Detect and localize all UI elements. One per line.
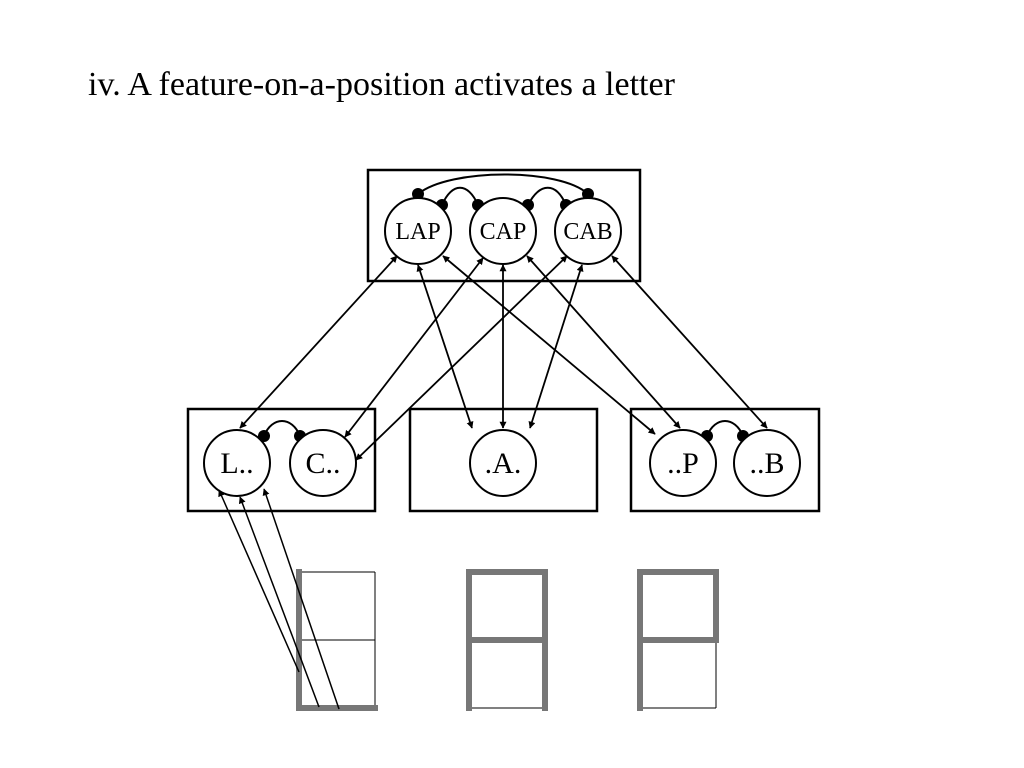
letter-node-a[interactable]: .A. xyxy=(469,429,537,497)
link-feature-lower-left-l xyxy=(238,496,320,708)
excitatory-connections xyxy=(239,255,768,461)
link-lap-l xyxy=(239,255,398,429)
word-inhibitory-connections xyxy=(417,173,589,206)
feature-grid-l xyxy=(296,569,378,711)
letter-node-label: ..B xyxy=(749,447,784,480)
letter-node-label: .A. xyxy=(485,447,522,480)
feature-grids xyxy=(296,569,719,711)
letter-node-p[interactable]: ..P xyxy=(649,429,717,497)
letter-node-label: ..P xyxy=(667,447,699,480)
slide-title: iv. A feature-on-a-position activates a … xyxy=(88,66,676,103)
link-cab-a xyxy=(528,264,584,429)
link-cab-b xyxy=(611,255,768,429)
word-node-lap[interactable]: LAP xyxy=(384,197,452,265)
link-lap-a xyxy=(416,264,474,429)
inhibit-cap-cab xyxy=(527,186,567,206)
feature-grid-p xyxy=(637,569,719,711)
link-feature-upper-left-l xyxy=(218,489,300,673)
letter-node-label: C.. xyxy=(305,447,340,480)
letter-node-label: L.. xyxy=(220,447,253,480)
feature-grid-a xyxy=(466,569,548,711)
letter-node-b[interactable]: ..B xyxy=(733,429,801,497)
word-node-label: CAP xyxy=(480,219,527,245)
letter-node-l[interactable]: L.. xyxy=(203,429,271,497)
word-node-label: CAB xyxy=(563,219,612,245)
letter-node-c[interactable]: C.. xyxy=(289,429,357,497)
feature-to-letter-connections xyxy=(218,488,340,710)
word-node-cap[interactable]: CAP xyxy=(469,197,537,265)
word-node-cab[interactable]: CAB xyxy=(554,197,622,265)
link-feature-bottom-l xyxy=(262,488,340,710)
inhibit-lap-cab xyxy=(417,173,589,195)
inhibit-lap-cap xyxy=(441,186,479,206)
word-node-label: LAP xyxy=(395,219,440,245)
